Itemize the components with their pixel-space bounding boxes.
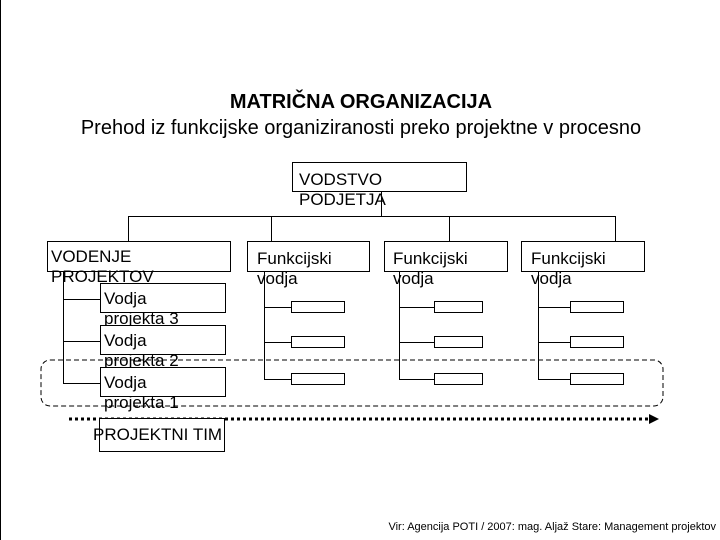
project-team-box xyxy=(99,418,225,452)
page-title: MATRIČNA ORGANIZACIJA xyxy=(229,91,493,113)
func-spine-2 xyxy=(399,272,400,380)
project-leader-label: Vodja projekta 3 xyxy=(104,289,179,328)
func-branch-2-3 xyxy=(399,379,434,380)
top-management-label: VODSTVO PODJETJA xyxy=(299,170,386,209)
func-unit-box xyxy=(570,301,624,313)
functional-leader-label: Funkcijski vodja xyxy=(257,249,332,288)
project-team-label: PROJEKTNI TIM xyxy=(93,425,223,444)
project-leader-box xyxy=(100,283,226,313)
functional-leader-box xyxy=(247,241,370,272)
project-leader-label: Vodja projekta 1 xyxy=(104,373,179,412)
func-unit-box xyxy=(434,373,483,385)
func-branch-3-3 xyxy=(538,379,570,380)
project-leader-box xyxy=(100,325,226,355)
connector-drop-projects xyxy=(128,216,129,241)
project-management-label: VODENJE PROJEKTOV xyxy=(51,247,154,286)
connector-drop-func-3 xyxy=(615,216,616,241)
functional-leader-box xyxy=(521,241,645,272)
project-branch-2 xyxy=(63,341,100,342)
func-branch-2-2 xyxy=(399,342,434,343)
func-unit-box xyxy=(291,336,345,348)
functional-leader-label: Funkcijski vodja xyxy=(531,249,606,288)
process-arrowhead xyxy=(649,414,659,424)
func-branch-2-1 xyxy=(399,307,434,308)
connector-drop-func-1 xyxy=(271,216,272,241)
func-branch-3-1 xyxy=(538,307,570,308)
connector-drop-func-2 xyxy=(449,216,450,241)
top-management-box xyxy=(292,162,467,192)
func-unit-box xyxy=(570,373,624,385)
connector-top-vertical xyxy=(381,192,382,216)
project-spine xyxy=(63,272,64,383)
source-caption: Vir: Agencija POTI / 2007: mag. Aljaž St… xyxy=(388,521,716,533)
page-subtitle: Prehod iz funkcijske organiziranosti pre… xyxy=(80,117,642,139)
func-unit-box xyxy=(291,301,345,313)
func-branch-1-1 xyxy=(264,307,291,308)
func-spine-1 xyxy=(264,272,265,380)
project-leader-box xyxy=(100,367,226,397)
project-branch-1 xyxy=(63,383,100,384)
func-unit-box xyxy=(570,336,624,348)
func-unit-box xyxy=(291,373,345,385)
func-branch-3-2 xyxy=(538,342,570,343)
project-team-outline xyxy=(40,359,664,407)
func-branch-1-2 xyxy=(264,342,291,343)
func-unit-box xyxy=(434,336,483,348)
connector-horizontal-bar xyxy=(128,216,615,217)
project-leader-label: Vodja projekta 2 xyxy=(104,331,179,370)
func-branch-1-3 xyxy=(264,379,291,380)
func-spine-3 xyxy=(538,272,539,380)
func-unit-box xyxy=(434,301,483,313)
functional-leader-box xyxy=(384,241,508,272)
project-management-box xyxy=(47,241,231,272)
functional-leader-label: Funkcijski vodja xyxy=(393,249,468,288)
project-branch-3 xyxy=(63,299,100,300)
